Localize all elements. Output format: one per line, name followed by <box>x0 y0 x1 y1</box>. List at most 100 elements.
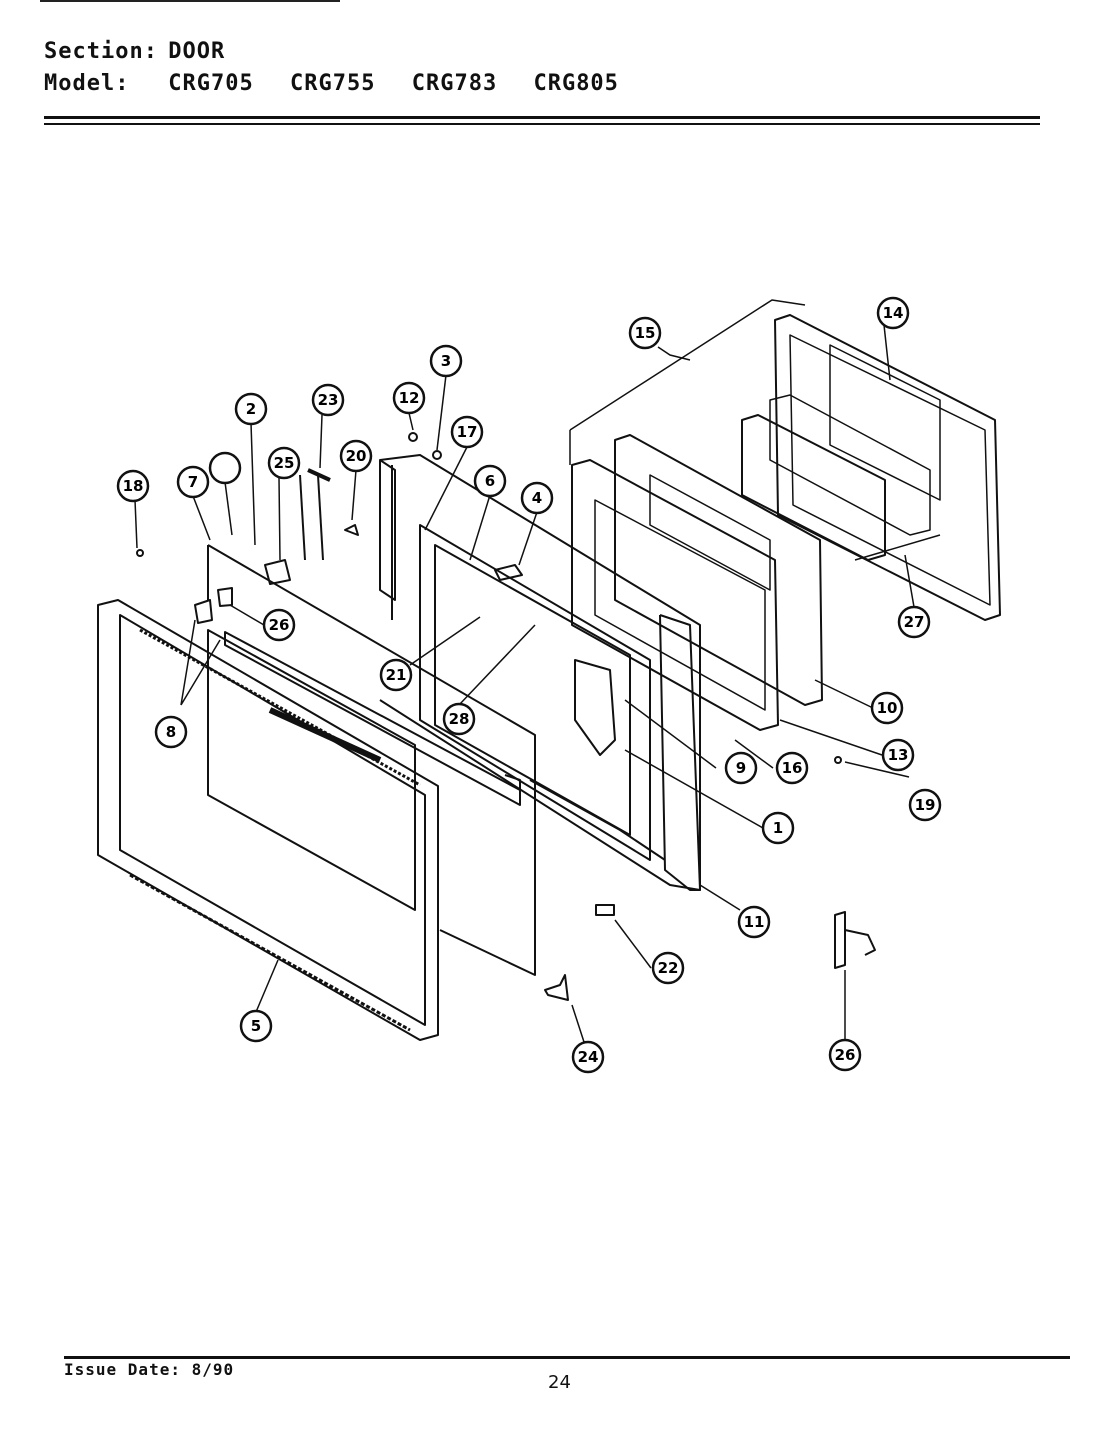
leader-lines <box>134 324 915 1043</box>
callout-label: 24 <box>578 1048 599 1066</box>
model-number: CRG805 <box>533 71 619 96</box>
callout-circle <box>311 383 345 417</box>
callout-label: 14 <box>883 304 904 322</box>
callout-undefined <box>208 451 242 485</box>
header-rule <box>44 123 1040 125</box>
page-number: 24 <box>548 1372 571 1393</box>
callout-14: 14 <box>876 296 910 330</box>
callout-circle <box>724 751 758 785</box>
callout-label: 9 <box>736 759 746 777</box>
callout-18: 18 <box>116 469 150 503</box>
callout-label: 2 <box>246 400 256 418</box>
nut-part <box>432 450 442 460</box>
callout-10: 10 <box>870 691 904 725</box>
callout-circle <box>234 392 268 426</box>
callout-circle <box>897 605 931 639</box>
hinge-clip <box>194 599 213 624</box>
side-channel <box>379 459 396 601</box>
callout-28: 28 <box>442 702 476 736</box>
callout-label: 12 <box>399 389 420 407</box>
footer-rule <box>64 1356 1070 1359</box>
callout-7: 7 <box>176 465 210 499</box>
callout-5: 5 <box>239 1009 273 1043</box>
callout-label: 13 <box>888 746 909 764</box>
callout-circle <box>571 1040 605 1074</box>
callout-19: 19 <box>908 788 942 822</box>
callout-circle <box>116 469 150 503</box>
door-hinge <box>834 911 846 969</box>
callout-label: 7 <box>188 473 198 491</box>
callout-label: 10 <box>877 699 898 717</box>
callout-label: 5 <box>251 1017 261 1035</box>
door-back-panel <box>774 314 1001 621</box>
callout-4: 4 <box>520 481 554 515</box>
callout-circle <box>176 465 210 499</box>
callout-15: 15 <box>628 316 662 350</box>
callout-label: 15 <box>635 324 656 342</box>
screw-part <box>344 524 359 536</box>
issue-date: Issue Date: 8/90 <box>64 1360 235 1379</box>
assembly-bracket <box>854 534 941 561</box>
callout-6: 6 <box>473 464 507 498</box>
callout-label: 11 <box>744 913 765 931</box>
callout-12: 12 <box>392 381 426 415</box>
hinge-arm <box>317 474 324 561</box>
callout-label: 25 <box>274 454 295 472</box>
callout-label: 1 <box>773 819 783 837</box>
callout-circle <box>450 415 484 449</box>
callout-circle <box>379 658 413 692</box>
callout-circle <box>761 811 795 845</box>
callout-label: 23 <box>318 391 339 409</box>
callout-3: 3 <box>429 344 463 378</box>
callout-label: 28 <box>449 710 470 728</box>
callout-circle <box>473 464 507 498</box>
callout-circle <box>737 905 771 939</box>
callout-circle <box>208 451 242 485</box>
callout-circle <box>908 788 942 822</box>
assembly-bracket <box>569 299 806 431</box>
callout-label: 21 <box>386 666 407 684</box>
section-row: Section: DOOR <box>44 36 641 68</box>
callout-circle <box>339 439 373 473</box>
callout-circle <box>870 691 904 725</box>
callout-1: 1 <box>761 811 795 845</box>
callout-label: 26 <box>269 616 290 634</box>
header-rule <box>44 116 1040 119</box>
callout-8: 8 <box>154 715 188 749</box>
bracket-part <box>544 974 569 1001</box>
model-number: CRG755 <box>289 71 376 96</box>
model-row: Model: CRG705 CRG755 CRG783 CRG805 <box>44 68 641 100</box>
model-number: CRG705 <box>168 71 254 96</box>
callout-2: 2 <box>234 392 268 426</box>
door-hinge <box>844 929 876 956</box>
callout-11: 11 <box>737 905 771 939</box>
callout-label: 4 <box>532 489 542 507</box>
hinge-top <box>307 468 331 482</box>
callout-label: 22 <box>658 959 679 977</box>
callout-circle <box>392 381 426 415</box>
callout-23: 23 <box>311 383 345 417</box>
callout-circle <box>775 751 809 785</box>
callout-label: 26 <box>835 1046 856 1064</box>
callout-circle <box>876 296 910 330</box>
callout-label: 18 <box>123 477 144 495</box>
callout-24: 24 <box>571 1040 605 1074</box>
callout-circle <box>651 951 685 985</box>
callout-group: 1234567891011121314151617181920212223242… <box>116 296 942 1074</box>
callout-label: 27 <box>904 613 925 631</box>
section-label: Section: <box>44 39 158 64</box>
callout-label: 17 <box>457 423 478 441</box>
model-number: CRG783 <box>411 71 498 96</box>
inner-door-liner <box>379 454 701 891</box>
callout-16: 16 <box>775 751 809 785</box>
door-front-frame <box>97 599 439 1041</box>
callout-circle <box>881 738 915 772</box>
callout-17: 17 <box>450 415 484 449</box>
callout-13: 13 <box>881 738 915 772</box>
glass-panes <box>741 394 931 561</box>
hinge-arm <box>299 474 306 561</box>
callout-27: 27 <box>897 605 931 639</box>
section-value: DOOR <box>168 39 226 64</box>
hinge-pivot <box>264 559 291 585</box>
callout-circle <box>239 1009 273 1043</box>
